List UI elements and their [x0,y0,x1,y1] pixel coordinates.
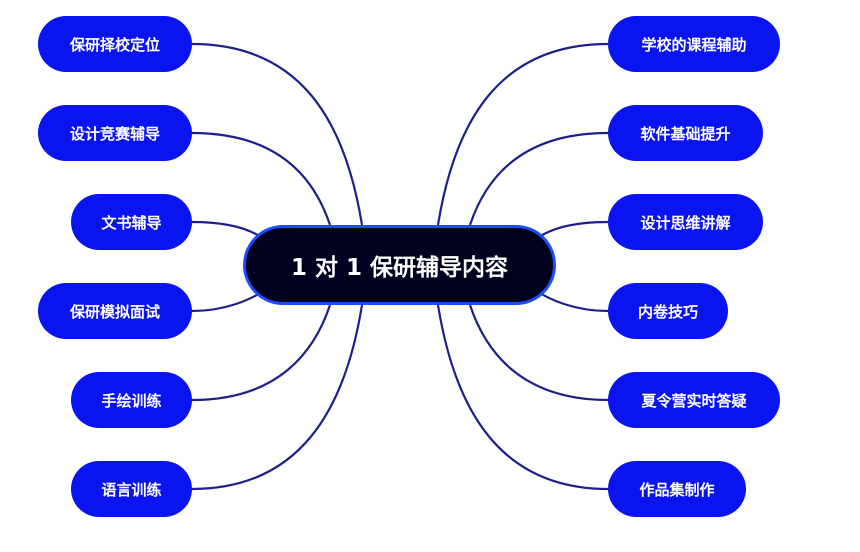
node-right-3[interactable]: 设计思维讲解 [608,194,763,250]
node-label: 内卷技巧 [637,302,698,321]
node-label: 保研模拟面试 [69,302,160,321]
node-label: 设计思维讲解 [640,213,731,232]
center-topic[interactable]: 1 对 1 保研辅导内容 [243,225,556,305]
node-label: 作品集制作 [639,480,715,499]
node-right-1[interactable]: 学校的课程辅助 [608,16,780,72]
node-left-2[interactable]: 设计竞赛辅导 [38,105,192,161]
connector-right-2 [468,131,609,226]
node-label: 文书辅导 [101,213,162,232]
connector-left-6 [191,304,364,491]
node-label: 夏令营实时答疑 [641,391,747,410]
connector-left-2 [191,131,332,226]
node-label: 学校的课程辅助 [641,35,747,54]
node-label: 语言训练 [101,480,162,499]
connector-right-5 [468,304,609,402]
node-left-4[interactable]: 保研模拟面试 [38,283,192,339]
node-label: 软件基础提升 [640,124,731,143]
node-left-1[interactable]: 保研择校定位 [38,16,192,72]
node-left-5[interactable]: 手绘训练 [71,372,192,428]
node-right-5[interactable]: 夏令营实时答疑 [608,372,780,428]
node-label: 保研择校定位 [69,35,160,54]
connector-right-6 [436,304,609,491]
node-right-4[interactable]: 内卷技巧 [608,283,728,339]
node-left-3[interactable]: 文书辅导 [71,194,192,250]
center-topic-label: 1 对 1 保研辅导内容 [290,255,509,281]
connector-right-1 [436,42,609,226]
node-right-6[interactable]: 作品集制作 [608,461,746,517]
node-label: 设计竞赛辅导 [69,124,160,143]
connector-right-3 [534,220,609,241]
connector-left-5 [191,304,332,402]
connector-left-1 [191,42,364,226]
node-left-6[interactable]: 语言训练 [71,461,192,517]
node-label: 手绘训练 [101,391,162,410]
node-right-2[interactable]: 软件基础提升 [608,105,763,161]
connector-right-4 [534,289,609,313]
